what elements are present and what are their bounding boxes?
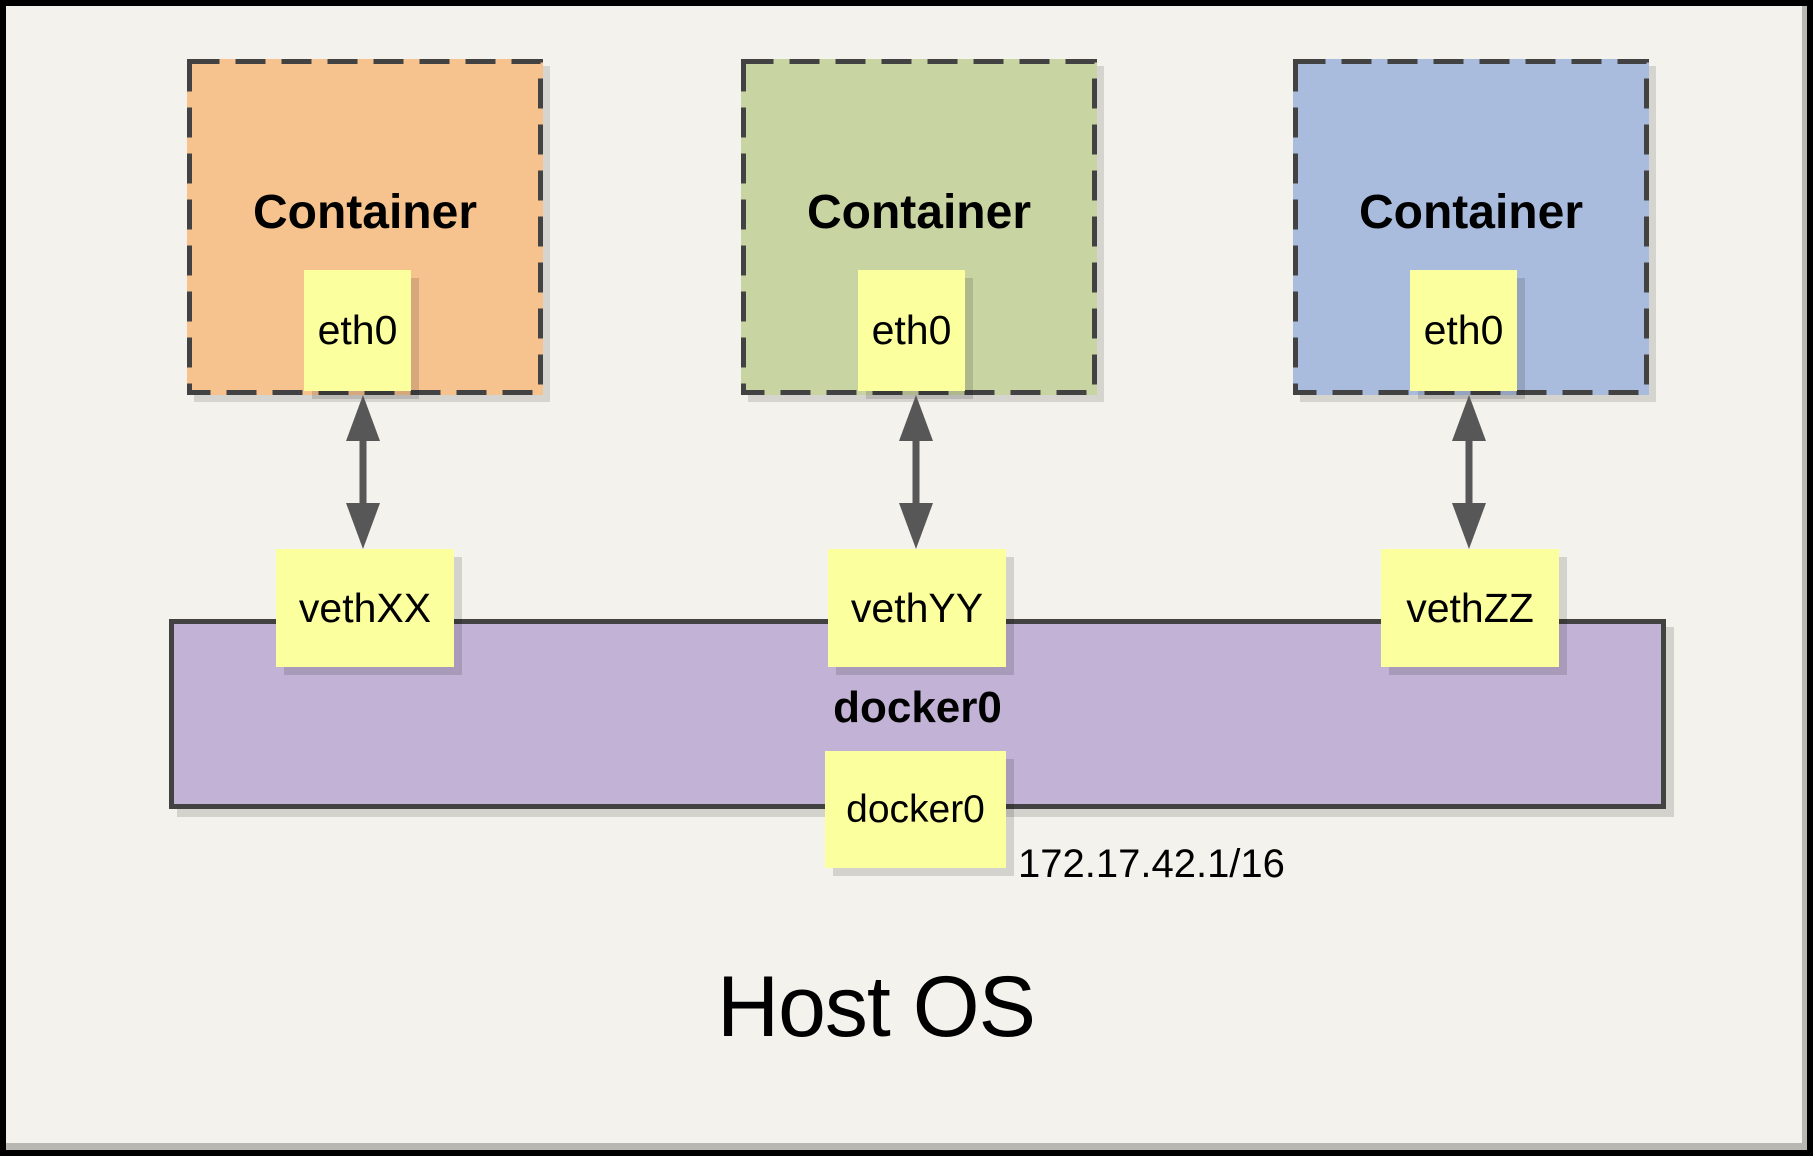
docker0-interface-box: docker0 bbox=[825, 751, 1006, 868]
bidirectional-arrow-icon bbox=[346, 395, 380, 549]
container-box-3: Container eth0 bbox=[1293, 59, 1649, 395]
bidirectional-arrow-icon bbox=[1452, 395, 1486, 549]
docker0-bridge-title: docker0 bbox=[833, 683, 1002, 732]
veth-interface-vethXX: vethXX bbox=[276, 549, 454, 667]
container-3-title: Container bbox=[1358, 186, 1583, 239]
container-box-2: Container eth0 bbox=[741, 59, 1097, 395]
container-1-title: Container bbox=[252, 186, 477, 239]
container-1-eth0-interface: eth0 bbox=[304, 270, 411, 391]
host-os-label: Host OS bbox=[717, 959, 1036, 1055]
bridge-ip-cidr: 172.17.42.1/16 bbox=[1018, 842, 1285, 886]
container-box-1: Container eth0 bbox=[187, 59, 543, 395]
veth-interface-vethYY: vethYY bbox=[828, 549, 1006, 667]
container-2-title: Container bbox=[806, 186, 1031, 239]
bidirectional-arrow-icon bbox=[899, 395, 933, 549]
container-3-eth0-interface: eth0 bbox=[1410, 270, 1517, 391]
container-2-eth0-interface: eth0 bbox=[858, 270, 965, 391]
veth-interface-vethZZ: vethZZ bbox=[1381, 549, 1559, 667]
